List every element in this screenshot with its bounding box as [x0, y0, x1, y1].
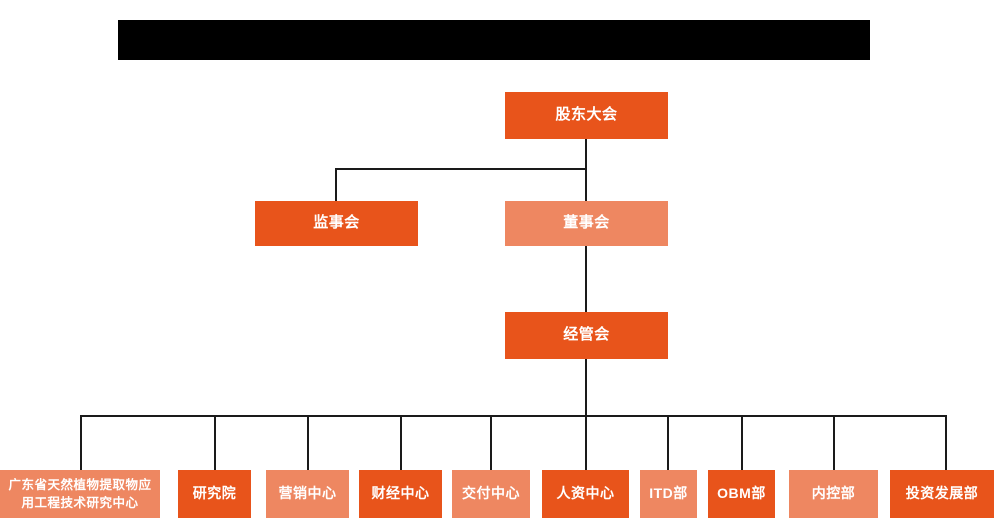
node-label-marketing-center: 营销中心: [278, 485, 337, 502]
node-engineering-research-center[interactable]: 广东省天然植物提取物应 用工程技术研究中心: [0, 470, 160, 518]
node-research-institute[interactable]: 研究院: [178, 470, 251, 518]
node-obm-department[interactable]: OBM部: [708, 470, 775, 518]
node-label-research-institute: 研究院: [192, 485, 237, 502]
node-investment-development-department[interactable]: 投资发展部: [890, 470, 994, 518]
node-label-obm-department: OBM部: [717, 485, 766, 502]
node-finance-center[interactable]: 财经中心: [359, 470, 442, 518]
connector-level2-bus: [335, 168, 587, 170]
node-label-itd-department: ITD部: [649, 485, 688, 502]
node-label-engineering-research-center: 广东省天然植物提取物应 用工程技术研究中心: [8, 477, 152, 510]
node-shareholders-meeting[interactable]: 股东大会: [505, 92, 668, 139]
connector-drop-human-resources-center: [585, 415, 587, 470]
connector-drop-finance-center: [400, 415, 402, 470]
node-internal-control-department[interactable]: 内控部: [789, 470, 878, 518]
node-marketing-center[interactable]: 营销中心: [266, 470, 349, 518]
connector-drop-engineering-research-center: [80, 415, 82, 470]
connector-drop-delivery-center: [490, 415, 492, 470]
connector-drop-itd-department: [667, 415, 669, 470]
node-label-internal-control-department: 内控部: [811, 485, 856, 502]
node-label-board-of-directors: 董事会: [563, 214, 610, 232]
connector-management-stem: [585, 359, 587, 416]
connector-drop-board-of-supervisors: [335, 168, 337, 201]
node-label-finance-center: 财经中心: [371, 485, 430, 502]
node-label-board-of-supervisors: 监事会: [313, 214, 360, 232]
connector-departments-bus: [80, 415, 946, 417]
connector-shareholders-stem: [585, 139, 587, 169]
node-label-investment-development-department: 投资发展部: [905, 485, 979, 502]
node-label-human-resources-center: 人资中心: [556, 485, 615, 502]
node-label-delivery-center: 交付中心: [462, 485, 520, 502]
connector-drop-board-of-directors: [585, 168, 587, 201]
connector-drop-research-institute: [214, 415, 216, 470]
node-label-shareholders-meeting: 股东大会: [555, 106, 618, 124]
connector-drop-internal-control-department: [833, 415, 835, 470]
node-label-management-committee: 经管会: [563, 326, 610, 344]
connector-directors-to-management: [585, 245, 587, 312]
node-delivery-center[interactable]: 交付中心: [452, 470, 530, 518]
node-human-resources-center[interactable]: 人资中心: [542, 470, 629, 518]
connector-drop-obm-department: [741, 415, 743, 470]
connector-drop-investment-development-department: [945, 415, 947, 470]
node-board-of-directors[interactable]: 董事会: [505, 201, 668, 246]
redacted-title-bar: [118, 20, 870, 60]
connector-drop-marketing-center: [307, 415, 309, 470]
node-itd-department[interactable]: ITD部: [640, 470, 697, 518]
node-board-of-supervisors[interactable]: 监事会: [255, 201, 418, 246]
node-management-committee[interactable]: 经管会: [505, 312, 668, 359]
